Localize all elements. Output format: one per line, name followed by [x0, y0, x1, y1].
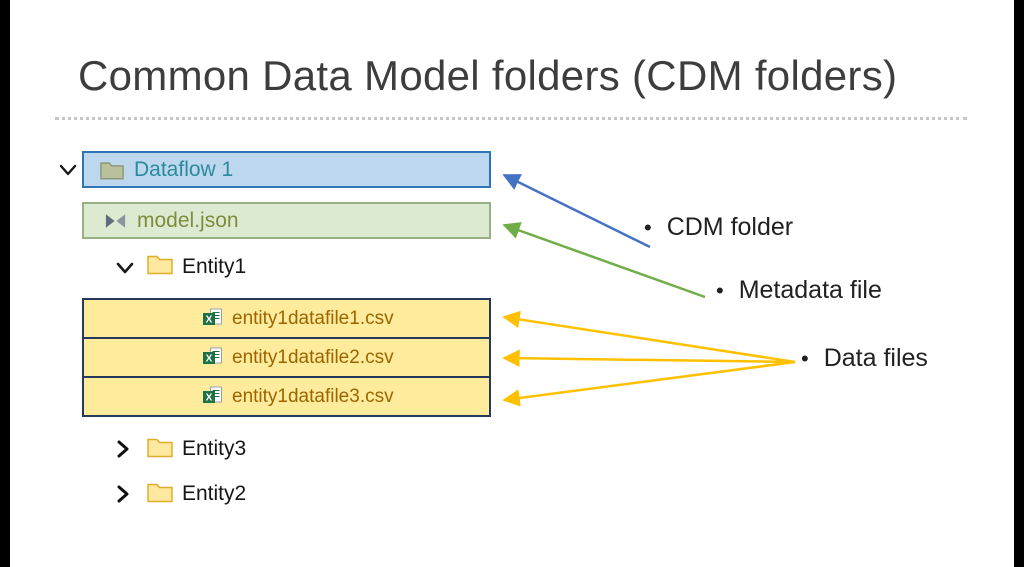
- tree-item-entity2[interactable]: Entity2: [182, 482, 247, 505]
- annotation-cdm-folder: • CDM folder: [644, 213, 793, 243]
- tree-item-label-datafile1: entity1datafile1.csv: [232, 307, 394, 329]
- annotation-metadata-file: • Metadata file: [716, 276, 882, 306]
- chevron-right-icon: [117, 485, 129, 503]
- chevron-down-icon: [59, 164, 77, 176]
- tree-item-datafile3[interactable]: X entity1datafile3.csv: [82, 376, 491, 417]
- expand-toggle-entity2[interactable]: [110, 482, 134, 506]
- tree-item-datafile2[interactable]: X entity1datafile2.csv: [82, 337, 491, 378]
- data-files-arrow-2: [502, 349, 796, 367]
- chevron-right-icon: [117, 440, 129, 458]
- tree-item-modeljson[interactable]: model.json: [82, 202, 491, 239]
- expand-toggle-entity3[interactable]: [110, 437, 134, 461]
- title-underline: [55, 117, 967, 120]
- bullet-marker: •: [801, 346, 809, 371]
- expand-toggle-dataflow[interactable]: [56, 158, 80, 182]
- annotation-data-files: • Data files: [801, 344, 928, 374]
- tree-item-dataflow1[interactable]: Dataflow 1: [82, 151, 491, 188]
- slide-edge-left: [0, 0, 10, 567]
- tree-item-entity1[interactable]: Entity1: [182, 255, 247, 278]
- expand-toggle-entity1[interactable]: [113, 256, 137, 280]
- folder-icon: [147, 481, 173, 508]
- tree-item-label-modeljson: model.json: [137, 208, 239, 232]
- model-json-icon: [104, 213, 127, 229]
- svg-text:X: X: [206, 393, 213, 404]
- annotation-label: CDM folder: [666, 213, 794, 241]
- csv-file-icon: X: [202, 347, 223, 368]
- chevron-down-icon: [116, 262, 134, 274]
- folder-icon: [147, 436, 173, 463]
- folder-icon: [100, 160, 124, 180]
- page-title: Common Data Model folders (CDM folders): [78, 52, 898, 99]
- annotation-label: Data files: [823, 344, 928, 372]
- tree-item-label-dataflow1: Dataflow 1: [134, 157, 234, 181]
- svg-text:X: X: [206, 354, 213, 365]
- data-files-arrow-1: [502, 310, 796, 364]
- tree-item-entity3[interactable]: Entity3: [182, 437, 247, 460]
- csv-file-icon: X: [202, 308, 223, 329]
- csv-file-icon: X: [202, 386, 223, 407]
- data-files-arrow-3: [502, 360, 796, 407]
- folder-icon: [147, 253, 173, 280]
- bullet-marker: •: [716, 278, 724, 303]
- tree-item-datafile1[interactable]: X entity1datafile1.csv: [82, 298, 491, 339]
- svg-text:X: X: [206, 315, 213, 326]
- annotation-label: Metadata file: [738, 276, 882, 304]
- tree-item-label-datafile3: entity1datafile3.csv: [232, 385, 394, 407]
- slide-edge-right: [1014, 0, 1024, 567]
- cdm-folder-arrow: [502, 173, 651, 249]
- bullet-marker: •: [644, 215, 652, 240]
- tree-item-label-datafile2: entity1datafile2.csv: [232, 346, 394, 368]
